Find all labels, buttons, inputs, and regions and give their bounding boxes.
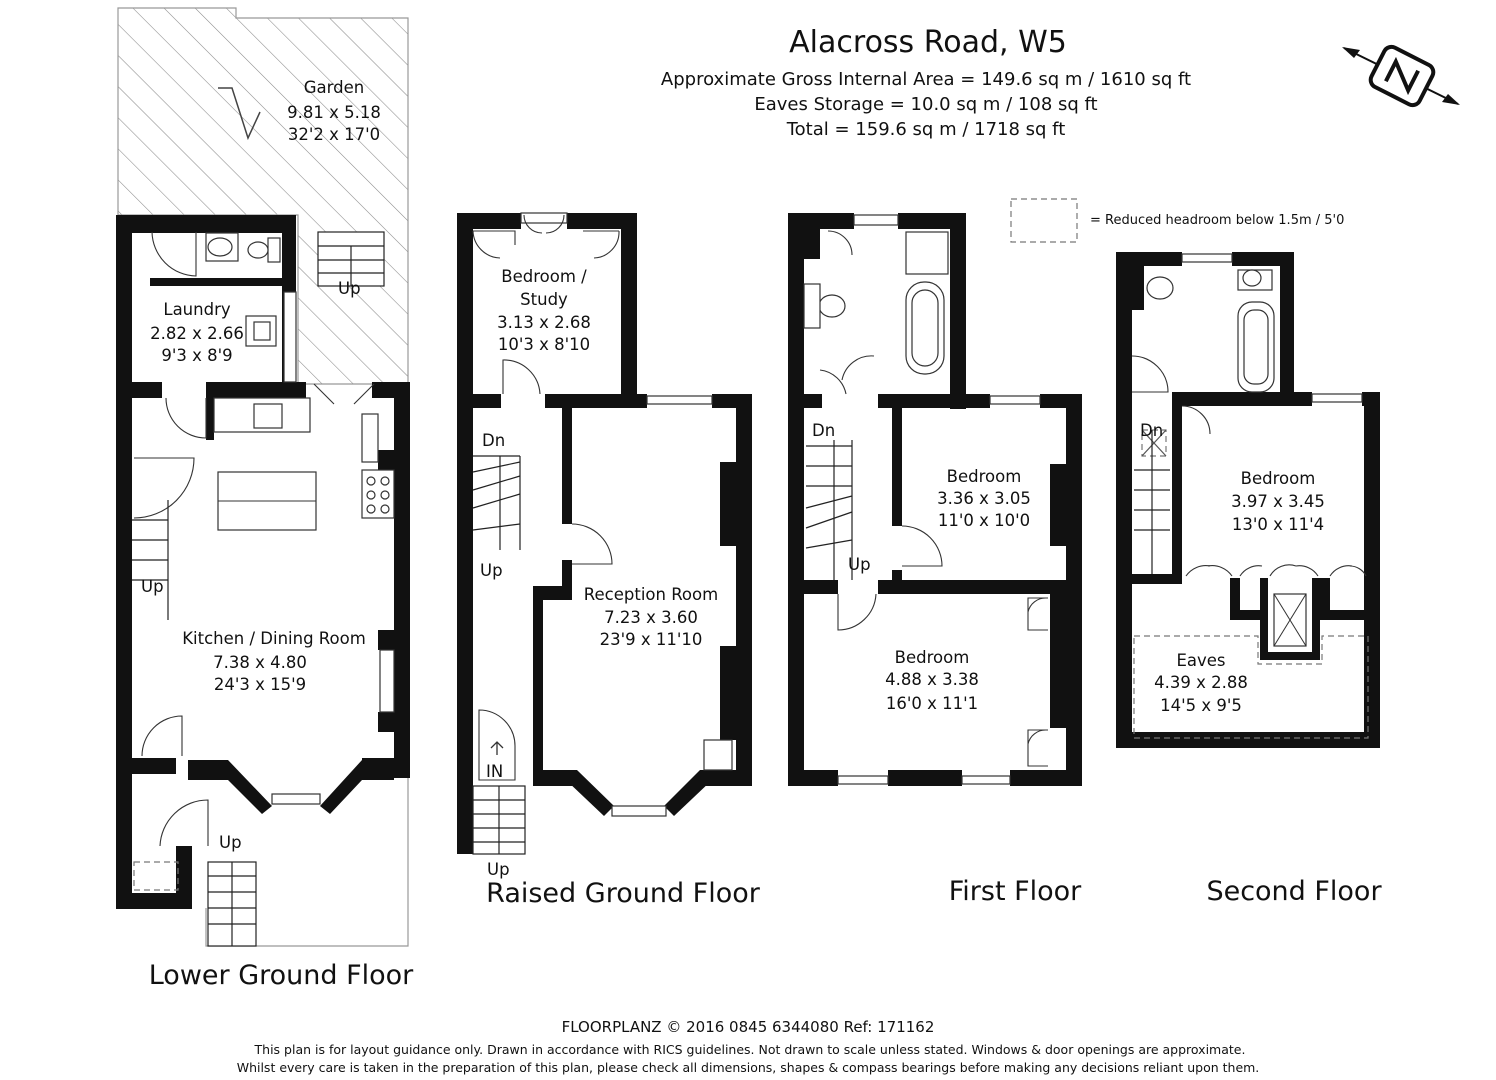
bedroom-study-metric: 3.13 x 2.68 bbox=[497, 313, 591, 332]
kitchen-name: Kitchen / Dining Room bbox=[182, 629, 366, 648]
footer-disclaimer-1: This plan is for layout guidance only. D… bbox=[254, 1042, 1246, 1057]
eaves-imperial: 14'5 x 9'5 bbox=[1160, 696, 1242, 715]
raised-ground-stairs bbox=[472, 455, 521, 550]
first-bedroom-a-name: Bedroom bbox=[947, 467, 1022, 486]
first-floor-stairs bbox=[805, 440, 853, 580]
kitchen-stairs bbox=[132, 500, 169, 620]
front-steps bbox=[207, 861, 257, 947]
first-bedroom-b-name: Bedroom bbox=[895, 648, 970, 667]
reception-name: Reception Room bbox=[584, 585, 718, 604]
bedroom-study-name-2: Study bbox=[520, 290, 568, 309]
second-floor-dn-label: Dn bbox=[1140, 421, 1163, 440]
entrance-steps bbox=[472, 785, 526, 855]
reduced-headroom-swatch bbox=[1010, 198, 1078, 243]
first-floor-up-label: Up bbox=[848, 555, 871, 574]
lower-ground-floor-label: Lower Ground Floor bbox=[149, 960, 414, 991]
second-bedroom-imperial: 13'0 x 11'4 bbox=[1232, 515, 1324, 534]
first-bedroom-a-metric: 3.36 x 3.05 bbox=[937, 489, 1031, 508]
garden-name: Garden bbox=[304, 78, 364, 97]
eaves-reduced-headroom bbox=[1133, 635, 1369, 739]
reception-metric: 7.23 x 3.60 bbox=[604, 608, 698, 627]
laundry-metric: 2.82 x 2.66 bbox=[150, 324, 244, 343]
entrance-label: IN bbox=[486, 762, 503, 781]
raised-ground-floor: Bedroom / Study 3.13 x 2.68 10'3 x 8'10 … bbox=[457, 212, 761, 909]
raised-ground-dn-label: Dn bbox=[482, 431, 505, 450]
garden-imperial: 32'2 x 17'0 bbox=[288, 125, 380, 144]
first-bedroom-b-imperial: 16'0 x 11'1 bbox=[886, 694, 978, 713]
footer-credit: FLOORPLANZ © 2016 0845 6344080 Ref: 1711… bbox=[562, 1018, 935, 1036]
gross-area-line: Approximate Gross Internal Area = 149.6 … bbox=[661, 69, 1191, 90]
second-floor-stairs bbox=[1134, 429, 1170, 574]
second-bedroom-name: Bedroom bbox=[1241, 469, 1316, 488]
break-line bbox=[218, 87, 261, 141]
kitchen-stairs-up-label: Up bbox=[141, 577, 164, 596]
second-bedroom-metric: 3.97 x 3.45 bbox=[1231, 492, 1325, 511]
entrance-steps-up-label: Up bbox=[487, 860, 510, 879]
bedroom-study-name-1: Bedroom / bbox=[501, 267, 587, 286]
total-area-line: Total = 159.6 sq m / 1718 sq ft bbox=[786, 119, 1066, 140]
kitchen-metric: 7.38 x 4.80 bbox=[213, 653, 307, 672]
first-floor: Dn Up Bedroom 3.36 x 3.05 11'0 x 10'0 Be… bbox=[788, 213, 1082, 907]
eaves-metric: 4.39 x 2.88 bbox=[1154, 673, 1248, 692]
svg-text:N: N bbox=[0, 0, 1, 1]
kitchen-imperial: 24'3 x 15'9 bbox=[214, 675, 306, 694]
laundry-name: Laundry bbox=[163, 300, 230, 319]
second-floor: Dn Bedroom 3.97 x 3.45 13'0 x 11'4 Eaves… bbox=[1116, 252, 1382, 907]
front-steps-up-label: Up bbox=[219, 833, 242, 852]
raised-ground-up-label: Up bbox=[480, 561, 503, 580]
raised-ground-floor-label: Raised Ground Floor bbox=[486, 878, 761, 909]
reception-imperial: 23'9 x 11'10 bbox=[600, 630, 703, 649]
first-bedroom-a-imperial: 11'0 x 10'0 bbox=[938, 511, 1030, 530]
eaves-name: Eaves bbox=[1176, 651, 1225, 670]
north-compass-icon: N bbox=[0, 0, 1460, 108]
legend-text: = Reduced headroom below 1.5m / 5'0 bbox=[1090, 213, 1344, 228]
footer-disclaimer-2: Whilst every care is taken in the prepar… bbox=[237, 1060, 1260, 1075]
first-bedroom-b-metric: 4.88 x 3.38 bbox=[885, 670, 979, 689]
lower-ground-floor: Garden 9.81 x 5.18 32'2 x 17'0 Up bbox=[116, 7, 414, 991]
garden-steps-up-label: Up bbox=[338, 279, 361, 298]
eaves-area-line: Eaves Storage = 10.0 sq m / 108 sq ft bbox=[754, 94, 1097, 115]
second-floor-label: Second Floor bbox=[1206, 876, 1382, 907]
first-floor-dn-label: Dn bbox=[812, 421, 835, 440]
laundry-imperial: 9'3 x 8'9 bbox=[161, 346, 232, 365]
bedroom-study-imperial: 10'3 x 8'10 bbox=[498, 335, 590, 354]
garden-metric: 9.81 x 5.18 bbox=[287, 103, 381, 122]
garden-steps bbox=[317, 231, 385, 287]
first-floor-label: First Floor bbox=[949, 876, 1082, 907]
plan-title: Alacross Road, W5 bbox=[789, 25, 1067, 60]
